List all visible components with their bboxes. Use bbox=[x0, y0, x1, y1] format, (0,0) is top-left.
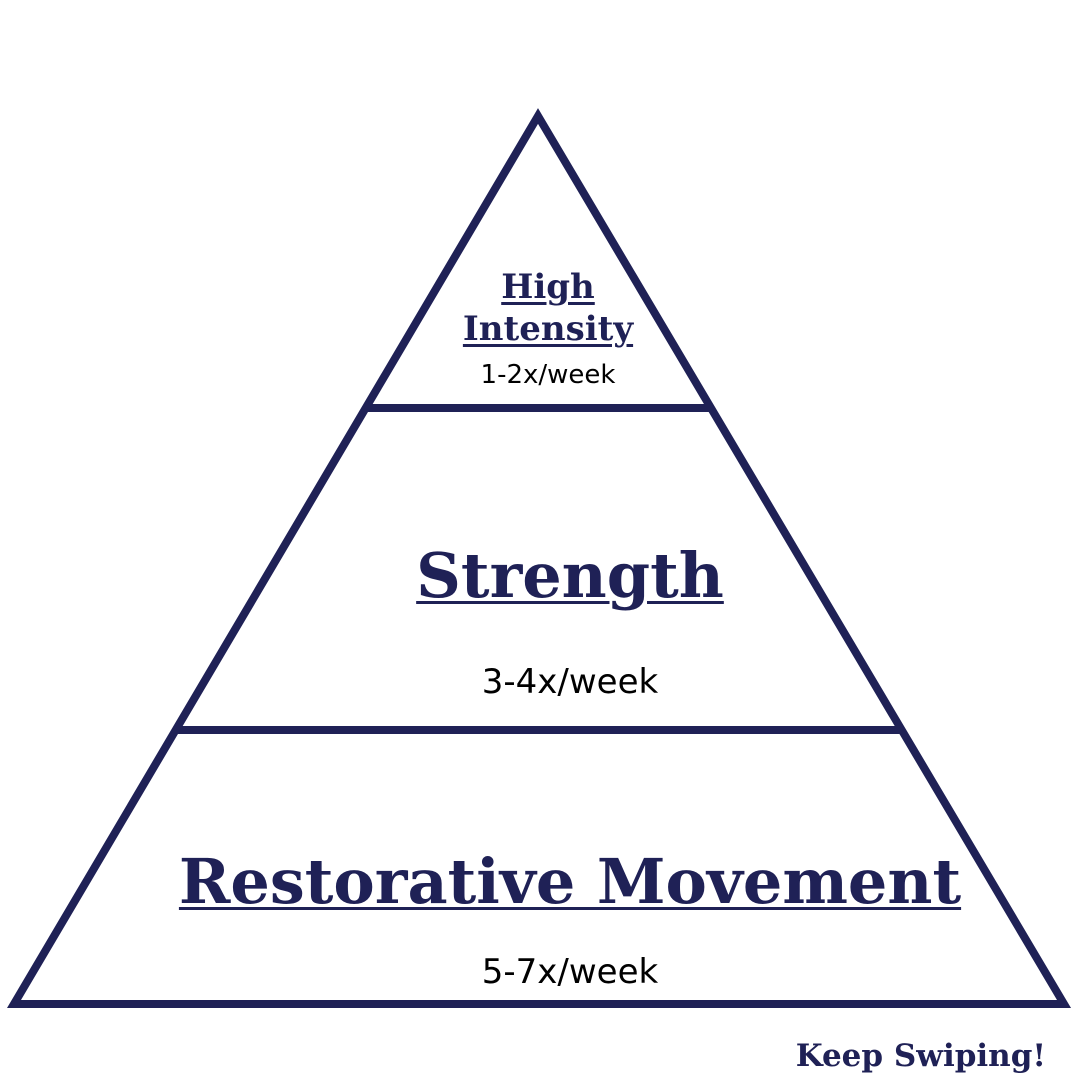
pyramid-outline bbox=[6, 108, 1072, 1008]
tier-title-restorative-movement: Restorative Movement bbox=[178, 845, 962, 918]
tier-frequency-high-intensity: 1-2x/week bbox=[480, 360, 616, 390]
keep-swiping-cta: Keep Swiping! bbox=[795, 1038, 1046, 1074]
tier-title-strength: Strength bbox=[416, 539, 724, 612]
tier-frequency-restorative-movement: 5-7x/week bbox=[481, 952, 659, 992]
tier-title-high-intensity: High Intensity bbox=[462, 267, 634, 349]
tier-frequency-strength: 3-4x/week bbox=[481, 662, 659, 702]
